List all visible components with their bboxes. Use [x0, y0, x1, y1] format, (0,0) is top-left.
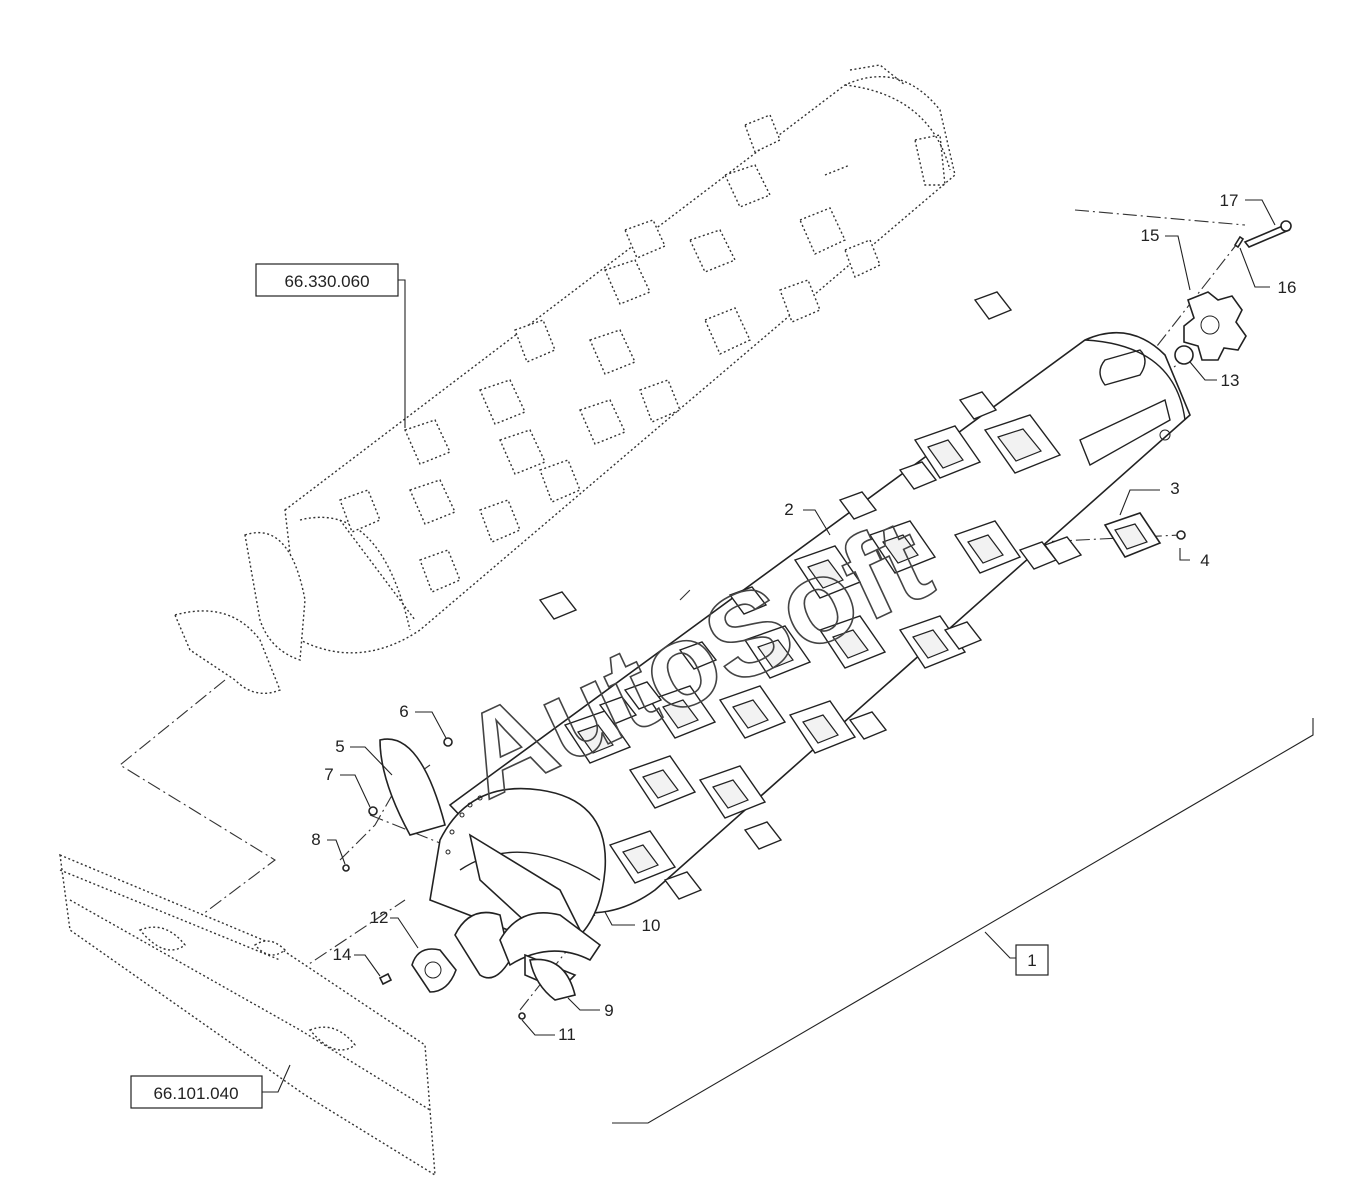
part-5-shield: [379, 738, 446, 836]
ref-66-330-060: 66.330.060: [284, 272, 369, 291]
small-parts: [342, 220, 1292, 1020]
callout-13: 13: [1221, 371, 1240, 390]
part-9-plate: [529, 958, 576, 1001]
callout-7: 7: [324, 765, 333, 784]
callout-12: 12: [370, 908, 389, 927]
ghost-frame: [59, 853, 436, 1177]
callout-8: 8: [311, 830, 320, 849]
part-4-nut: [1176, 530, 1186, 540]
part-6-bolt: [443, 737, 453, 747]
callout-16: 16: [1278, 278, 1297, 297]
ref-66-101-040: 66.101.040: [153, 1084, 238, 1103]
reference-box-66-101-040: 66.101.040: [130, 1075, 263, 1109]
part-15-sprocket: [1183, 291, 1247, 361]
ghost-paddles: [339, 114, 881, 593]
callout-3: 3: [1170, 479, 1179, 498]
callout-11: 11: [558, 1025, 576, 1044]
callout-9: 9: [604, 1001, 613, 1020]
callout-6: 6: [399, 702, 408, 721]
part-11-bolt: [518, 1012, 526, 1020]
part-8-nut: [342, 864, 350, 872]
part-16-washer: [1233, 235, 1245, 249]
callout-2: 2: [784, 500, 793, 519]
callout-15: 15: [1141, 226, 1160, 245]
part-12-bearing: [411, 948, 457, 993]
reference-box-66-330-060: 66.330.060: [255, 263, 399, 297]
reference-box-1: 1: [1015, 944, 1049, 976]
ref-assembly-1: 1: [1027, 951, 1036, 970]
callout-10: 10: [642, 916, 661, 935]
callout-14: 14: [333, 945, 352, 964]
part-7-washer: [368, 806, 378, 816]
leader-lines: [262, 199, 1276, 1093]
auger-flighting: [429, 787, 607, 991]
callouts: 2 3 4 5 6 7 8 9 10 11 12 13 14 15 16 17: [311, 191, 1296, 1044]
callout-5: 5: [335, 737, 344, 756]
rotor-paddles: [538, 291, 1083, 900]
part-13-washer: [1174, 345, 1194, 365]
callout-17: 17: [1220, 191, 1239, 210]
callout-4: 4: [1200, 551, 1209, 570]
part-14-bolt: [378, 972, 393, 986]
assembly-bracket: [612, 718, 1314, 1124]
